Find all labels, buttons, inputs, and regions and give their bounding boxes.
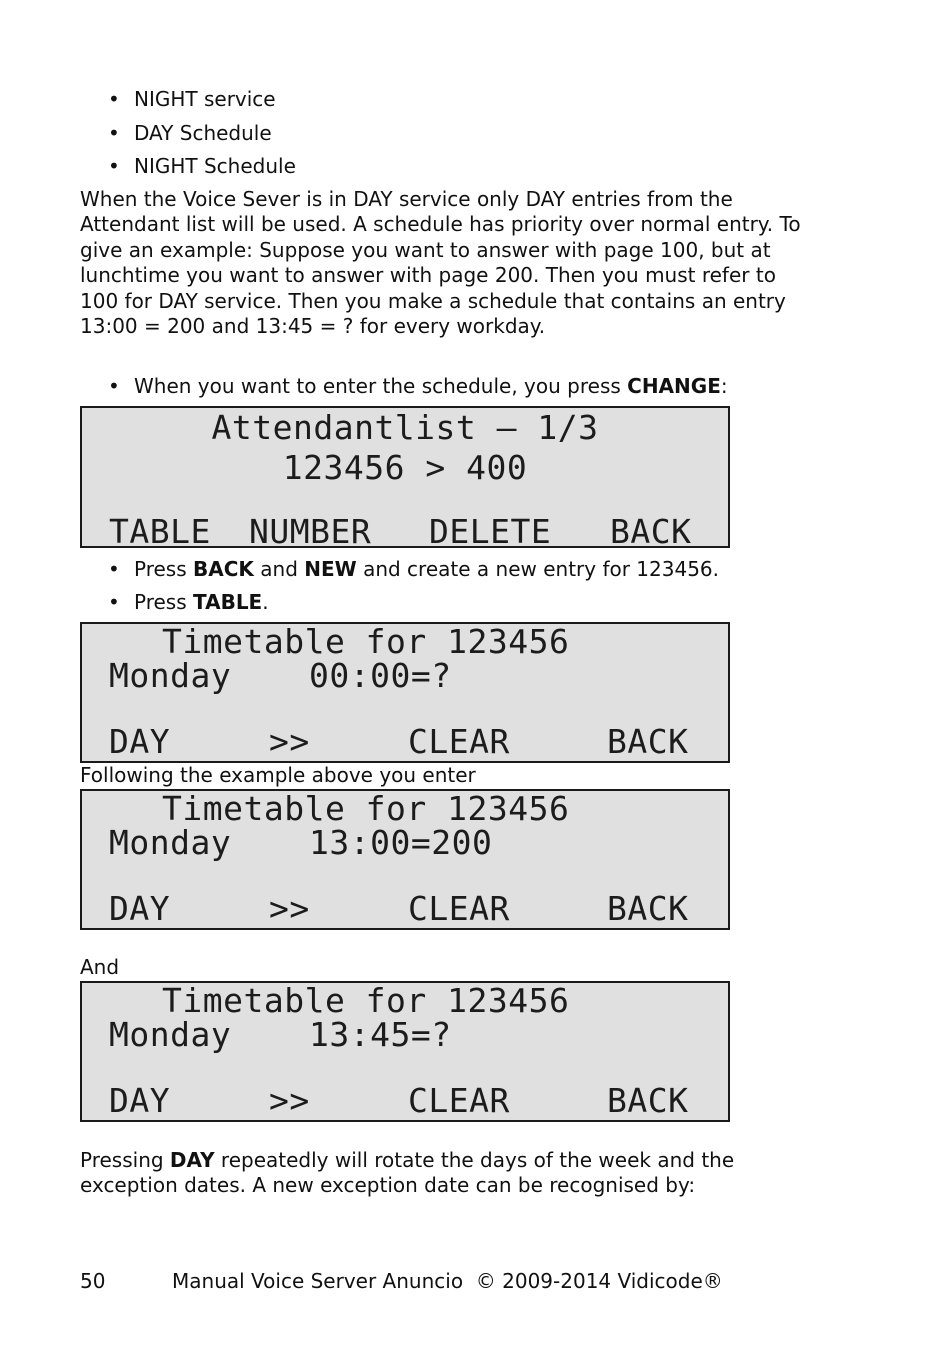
top-bullet-list: NIGHT service DAY Schedule NIGHT Schedul…	[106, 83, 296, 184]
lcd-entry: 13:00=200	[309, 823, 493, 862]
lcd-key-day[interactable]: DAY	[109, 889, 171, 928]
lcd-line-2: 123456 > 400	[282, 448, 528, 487]
lcd-day: Monday	[109, 823, 232, 862]
bullet-bold-text: TABLE	[193, 590, 263, 614]
lcd-title: Timetable for 123456	[162, 622, 570, 661]
bullet-table: Press TABLE.	[106, 589, 269, 615]
lcd-key-next[interactable]: >>	[269, 722, 310, 761]
bullet-text: Press	[134, 590, 193, 614]
lcd-key-back[interactable]: BACK	[607, 1081, 689, 1120]
paragraph-line: 100 for DAY service. Then you make a sch…	[80, 288, 786, 313]
intro-paragraph: When the Voice Sever is in DAY service o…	[80, 187, 820, 339]
paragraph-line: Attendant list will be used. A schedule …	[80, 212, 801, 237]
lcd-key-table[interactable]: TABLE	[109, 512, 211, 548]
and-text: And	[80, 955, 120, 979]
bullet-text: When you want to enter the schedule, you…	[134, 374, 628, 398]
lcd-day: Monday	[109, 656, 232, 695]
lcd-key-next[interactable]: >>	[269, 889, 310, 928]
paragraph-line: exception dates. A new exception date ca…	[80, 1173, 696, 1198]
bullet-text: and create a new entry for 123456.	[356, 557, 720, 581]
lcd-key-clear[interactable]: CLEAR	[408, 722, 510, 761]
paragraph-text: Pressing	[80, 1148, 170, 1172]
bullet-text: :	[720, 374, 728, 398]
lcd-key-back[interactable]: BACK	[607, 722, 689, 761]
lcd-key-clear[interactable]: CLEAR	[408, 889, 510, 928]
bullet-bold-text: CHANGE	[627, 374, 721, 398]
paragraph-line: lunchtime you want to answer with page 2…	[80, 263, 776, 288]
list-item: NIGHT service	[106, 83, 296, 117]
lcd-timetable-3: Timetable for 123456 Monday 13:45=? DAY …	[80, 981, 730, 1122]
lcd-key-delete[interactable]: DELETE	[429, 512, 552, 548]
lcd-key-back[interactable]: BACK	[607, 889, 689, 928]
footer-text: Manual Voice Server Anuncio © 2009-2014 …	[172, 1269, 723, 1293]
lcd-key-next[interactable]: >>	[269, 1081, 310, 1120]
lcd-key-number[interactable]: NUMBER	[249, 512, 372, 548]
bullet-bold-text: BACK	[193, 557, 254, 581]
lcd-title: Timetable for 123456	[162, 789, 570, 828]
bullet-bold-text: NEW	[304, 557, 357, 581]
lcd-attendantlist: Attendantlist – 1/3 123456 > 400 TABLE N…	[80, 406, 730, 548]
paragraph-line: 13:00 = 200 and 13:45 = ? for every work…	[80, 314, 546, 339]
lcd-entry: 00:00=?	[309, 656, 452, 695]
lcd-timetable-1: Timetable for 123456 Monday 00:00=? DAY …	[80, 622, 730, 763]
bullet-text: and	[253, 557, 305, 581]
bullet-back-new: Press BACK and NEW and create a new entr…	[106, 556, 719, 582]
paragraph-text: repeatedly will rotate the days of the w…	[214, 1148, 735, 1172]
paragraph-bold-text: DAY	[169, 1148, 215, 1172]
bullet-text: Press	[134, 557, 193, 581]
bullet-text: .	[262, 590, 269, 614]
lcd-key-clear[interactable]: CLEAR	[408, 1081, 510, 1120]
lcd-entry: 13:45=?	[309, 1015, 452, 1054]
lcd-title: Attendantlist – 1/3	[211, 408, 599, 447]
bullet-change: When you want to enter the schedule, you…	[106, 373, 728, 399]
list-item: NIGHT Schedule	[106, 150, 296, 184]
paragraph-line: Pressing DAY repeatedly will rotate the …	[80, 1148, 820, 1173]
list-item: DAY Schedule	[106, 117, 296, 151]
paragraph-line: When the Voice Sever is in DAY service o…	[80, 187, 733, 211]
lcd-day: Monday	[109, 1015, 232, 1054]
page-number: 50	[80, 1269, 106, 1293]
lcd-title: Timetable for 123456	[162, 981, 570, 1020]
closing-paragraph: Pressing DAY repeatedly will rotate the …	[80, 1148, 820, 1199]
lcd-key-back[interactable]: BACK	[610, 512, 692, 548]
lcd-timetable-2: Timetable for 123456 Monday 13:00=200 DA…	[80, 789, 730, 930]
following-text: Following the example above you enter	[80, 763, 476, 787]
paragraph-line: give an example: Suppose you want to ans…	[80, 237, 771, 262]
lcd-key-day[interactable]: DAY	[109, 722, 171, 761]
lcd-key-day[interactable]: DAY	[109, 1081, 171, 1120]
